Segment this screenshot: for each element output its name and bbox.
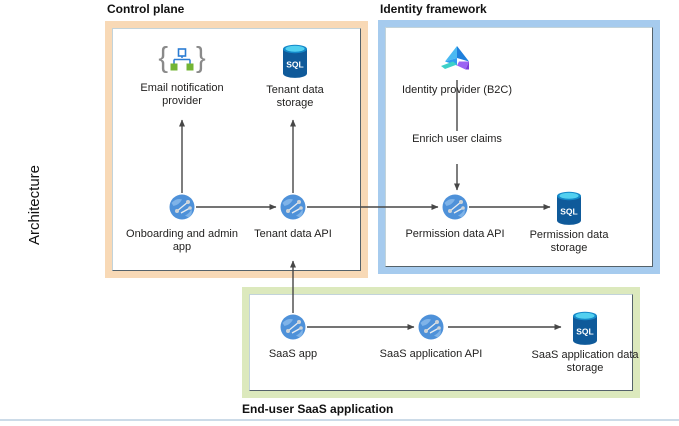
node-onboarding-admin-app: Onboarding and admin app (122, 194, 242, 254)
web-app-globe-icon (280, 314, 306, 340)
page-title: Architecture (26, 164, 43, 246)
node-label: Tenant data storage (266, 84, 324, 109)
workflow-braces-icon: { } (158, 44, 205, 76)
node-permission-data-storage: SQL Permission data storage (514, 191, 624, 255)
node-label: SaaS application data storage (531, 349, 639, 374)
end-user-saas-box-inner (249, 294, 633, 391)
svg-text:SQL: SQL (576, 327, 593, 337)
svg-text:SQL: SQL (286, 60, 303, 70)
sql-database-icon: SQL (572, 311, 598, 345)
node-label: Email notification provider (140, 82, 224, 107)
azure-ad-b2c-icon (438, 44, 476, 78)
control-plane-title: Control plane (107, 2, 185, 16)
identity-framework-title: Identity framework (380, 2, 487, 16)
node-email-notification-provider: { } Email notification provider (122, 44, 242, 108)
node-label: Permission data API (405, 228, 505, 240)
node-tenant-data-storage: SQL Tenant data storage (250, 44, 340, 110)
node-label: SaaS app (268, 348, 318, 360)
node-label: Identity provider (B2C) (401, 84, 513, 96)
sql-database-icon: SQL (282, 44, 308, 78)
node-enrich-user-claims: Enrich user claims (412, 133, 502, 146)
control-plane-box-inner (112, 28, 361, 271)
node-label: SaaS application API (379, 348, 483, 360)
web-app-globe-icon (442, 194, 468, 220)
node-label: Onboarding and admin app (126, 228, 238, 253)
web-app-globe-icon (280, 194, 306, 220)
bottom-divider (0, 419, 679, 421)
node-saas-application-data-storage: SQL SaaS application data storage (525, 311, 645, 375)
node-identity-provider-b2c: Identity provider (B2C) (397, 44, 517, 97)
node-permission-data-api: Permission data API (395, 194, 515, 241)
node-saas-app: SaaS app (248, 314, 338, 361)
node-label: Enrich user claims (412, 133, 502, 145)
sql-database-icon: SQL (556, 191, 582, 225)
node-label: Tenant data API (254, 228, 332, 240)
node-tenant-data-api: Tenant data API (248, 194, 338, 241)
node-saas-application-api: SaaS application API (371, 314, 491, 361)
left-brace-glyph: { (158, 42, 168, 74)
web-app-globe-icon (418, 314, 444, 340)
right-brace-glyph: } (196, 42, 206, 74)
end-user-saas-title: End-user SaaS application (242, 402, 394, 416)
node-label: Permission data storage (529, 229, 609, 254)
control-plane-box (105, 21, 368, 278)
identity-framework-box (378, 20, 660, 274)
end-user-saas-box (242, 287, 640, 398)
web-app-globe-icon (169, 194, 195, 220)
identity-framework-box-inner (385, 27, 653, 267)
svg-text:SQL: SQL (560, 207, 577, 217)
